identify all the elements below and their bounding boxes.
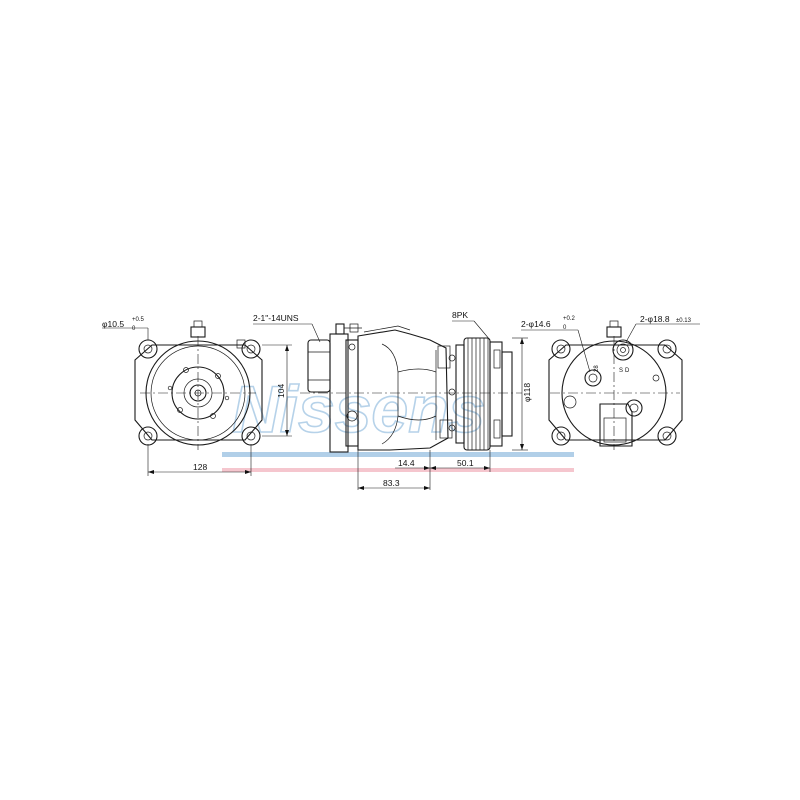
label-port-s: S (619, 368, 623, 374)
label-port2-tol: ±0.13 (676, 318, 692, 324)
rear-view: 28 S D 2-φ14.6 +0.2 0 2-φ18.8 ±0.13 (521, 314, 700, 450)
label-dist-14-4: 14.4 (398, 458, 415, 468)
label-port-28: 28 (594, 365, 600, 372)
label-dist-83-3: 83.3 (383, 478, 400, 488)
label-pulley-dia: φ118 (522, 383, 532, 402)
label-port-d: D (625, 368, 630, 374)
front-view: φ10.5 +0.5 0 128 104 (102, 317, 292, 476)
watermark: Nissens (222, 371, 574, 472)
label-dist-50-1: 50.1 (457, 458, 474, 468)
label-width-128: 128 (193, 462, 207, 472)
watermark-stripe-blue (222, 452, 574, 457)
watermark-stripe-pink (222, 468, 574, 472)
label-hole-tol-lower: 0 (132, 326, 136, 332)
label-hole-dia: φ10.5 (102, 319, 124, 329)
side-view: 2-1"-14UNS (253, 310, 532, 490)
label-port2-dia: 2-φ18.8 (640, 314, 670, 324)
label-belt: 8PK (452, 310, 468, 320)
label-thread: 2-1"-14UNS (253, 313, 299, 323)
label-hole-tol-upper: +0.5 (132, 317, 145, 323)
label-port1-tol-upper: +0.2 (563, 316, 576, 322)
label-port1-tol-lower: 0 (563, 325, 567, 331)
label-port1-dia: 2-φ14.6 (521, 319, 551, 329)
watermark-text: Nissens (232, 372, 485, 446)
label-height-104: 104 (276, 384, 286, 398)
